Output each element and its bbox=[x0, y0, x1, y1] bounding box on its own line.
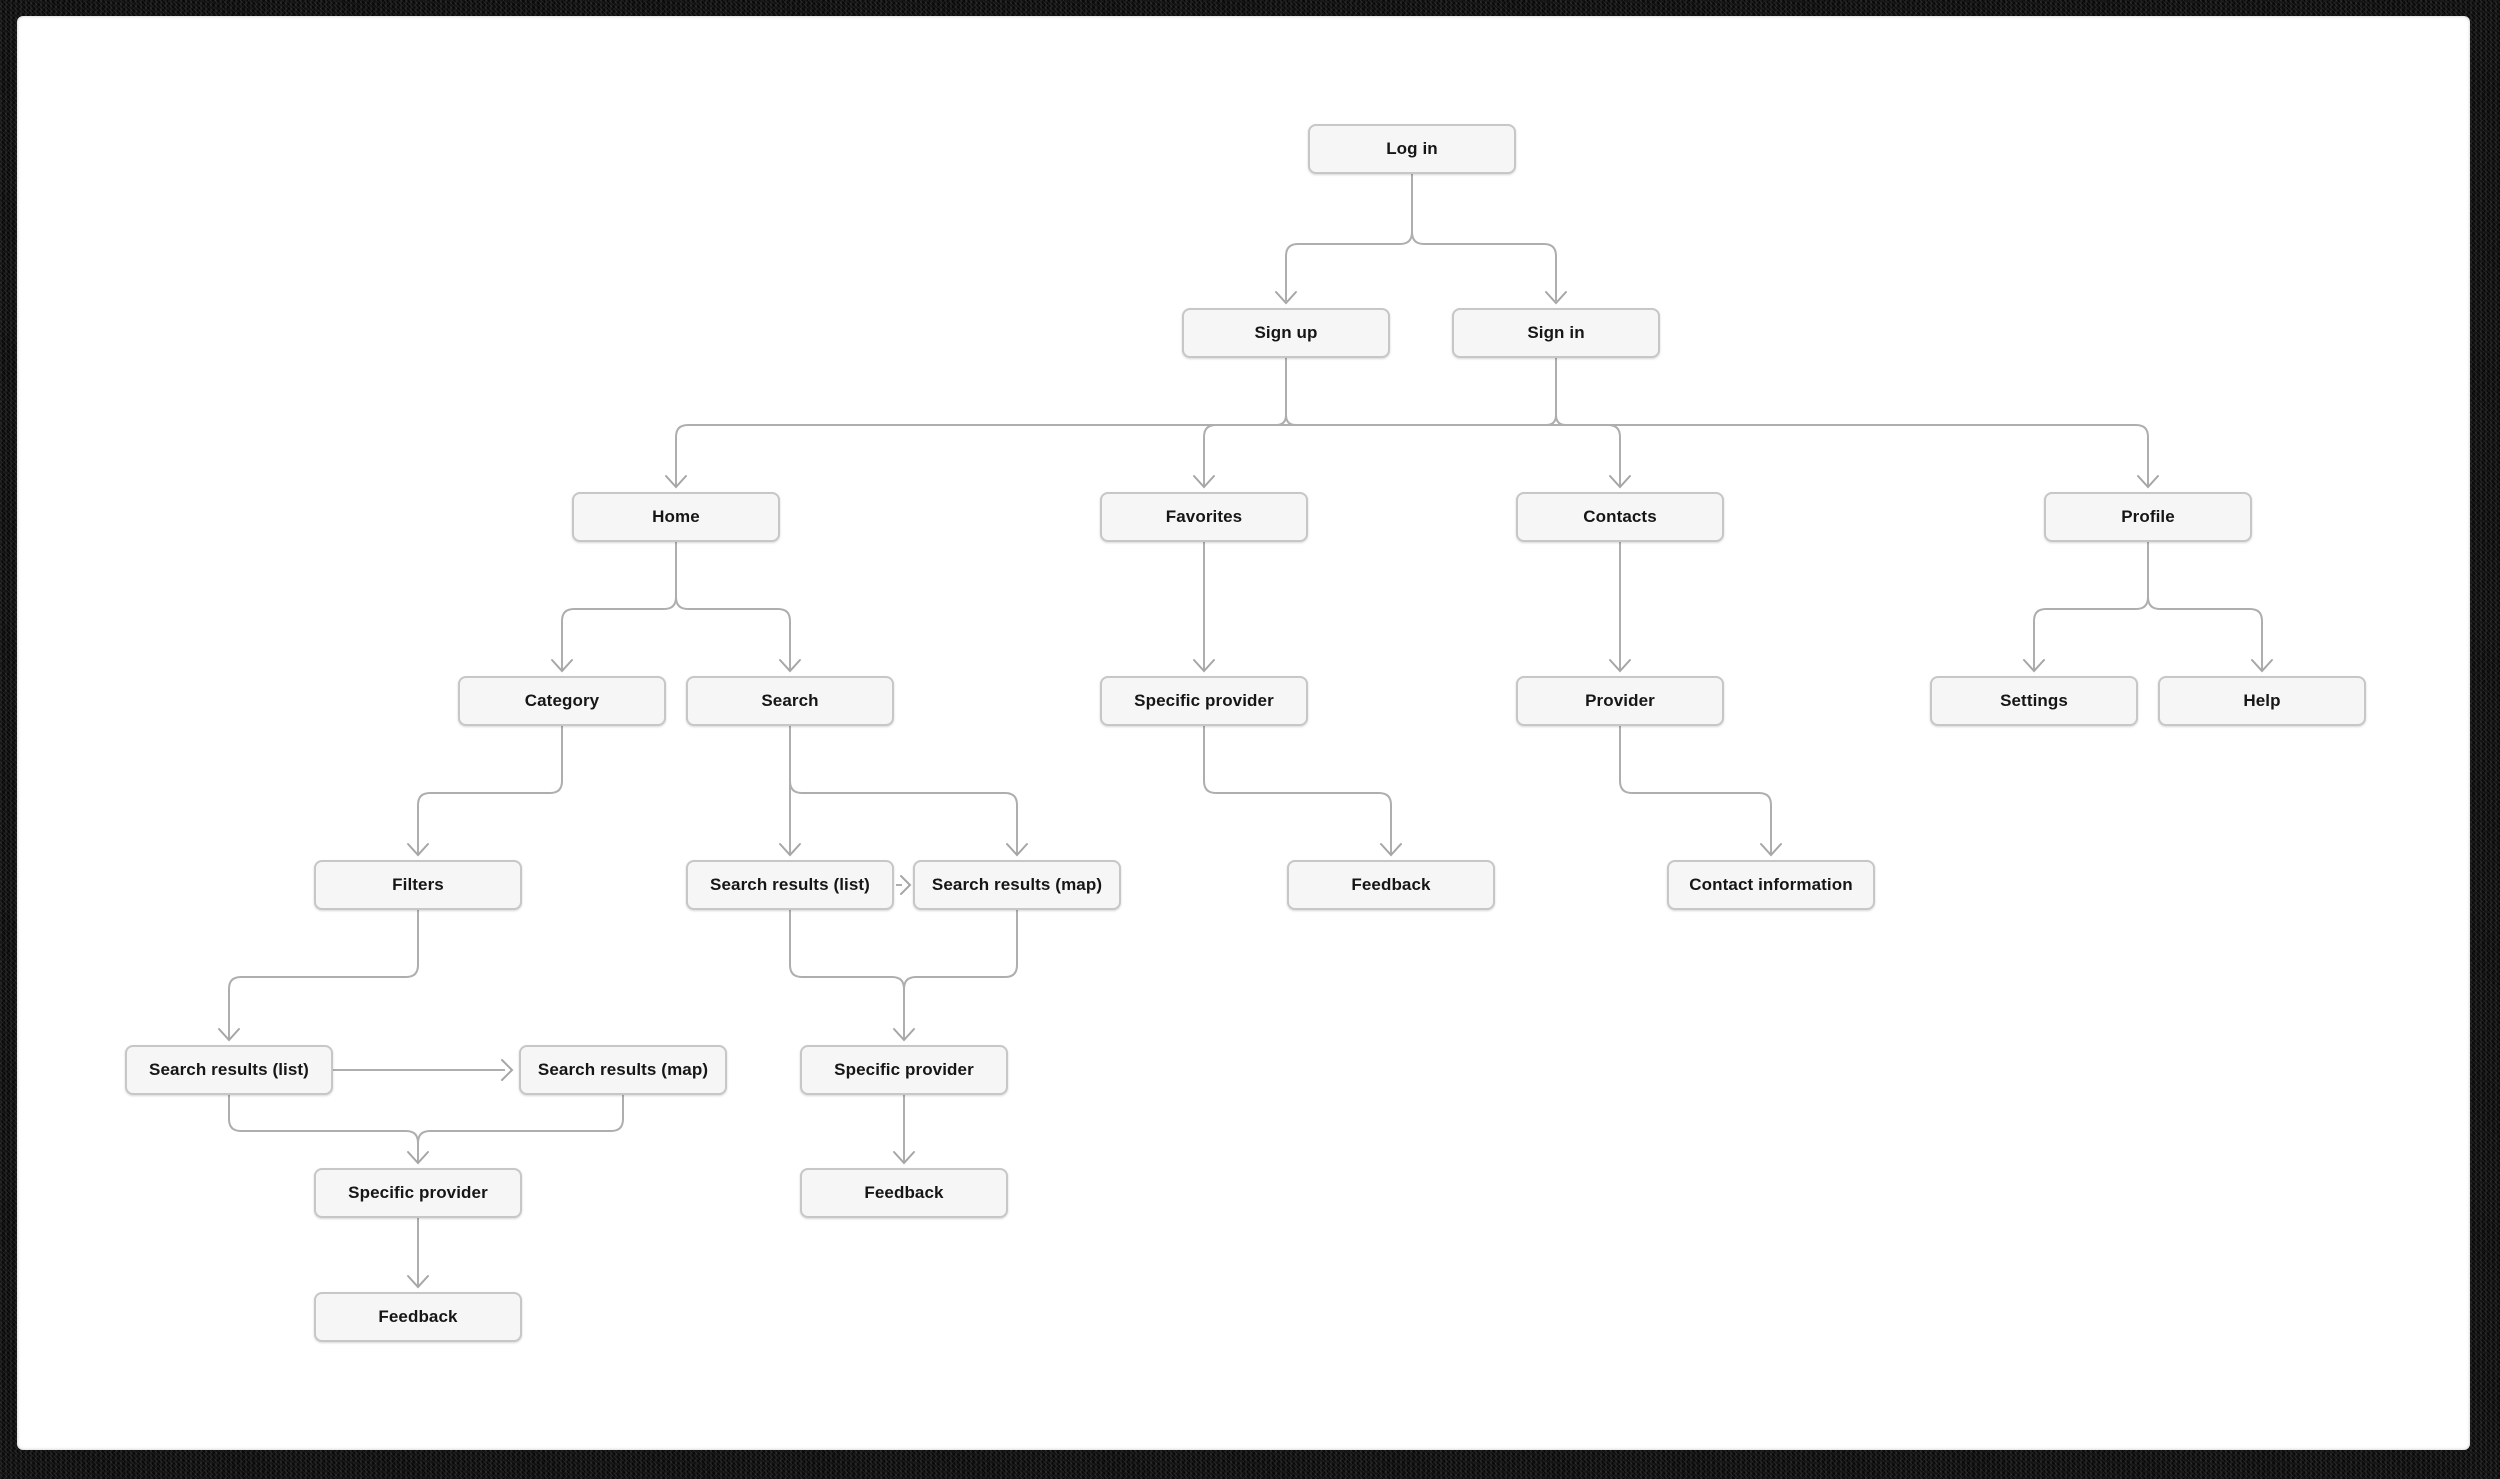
node-sign-up-label: Sign up bbox=[1254, 323, 1318, 342]
edge-filters-listleft bbox=[228, 910, 419, 1039]
edge-login-signup bbox=[1285, 174, 1413, 301]
node-specific-provider-mid-label: Specific provider bbox=[834, 1060, 974, 1079]
node-search-results-list-mid-label: Search results (list) bbox=[710, 875, 870, 894]
arrowhead bbox=[1609, 659, 1631, 673]
arrowhead bbox=[501, 1059, 514, 1081]
arrowhead bbox=[407, 1275, 429, 1289]
node-category[interactable]: Category bbox=[458, 676, 666, 726]
node-help-label: Help bbox=[2243, 691, 2281, 710]
node-help[interactable]: Help bbox=[2158, 676, 2366, 726]
node-search-results-map-left-label: Search results (map) bbox=[537, 1060, 709, 1079]
node-feedback-favorites[interactable]: Feedback bbox=[1287, 860, 1495, 910]
arrowhead bbox=[779, 659, 801, 673]
edge-signin-bus2 bbox=[1555, 414, 1567, 426]
arrowhead bbox=[407, 843, 429, 857]
node-favorites[interactable]: Favorites bbox=[1100, 492, 1308, 542]
node-specific-provider-left[interactable]: Specific provider bbox=[314, 1168, 522, 1218]
edge-signup-bus bbox=[1275, 358, 1287, 426]
edge-mapmid-spmid bbox=[903, 910, 1018, 1039]
arrowhead bbox=[900, 875, 912, 895]
arrowhead bbox=[218, 1028, 240, 1042]
arrowhead bbox=[2251, 659, 2273, 673]
edge-category-filters bbox=[417, 726, 563, 854]
node-provider[interactable]: Provider bbox=[1516, 676, 1724, 726]
node-search-results-map-mid[interactable]: Search results (map) bbox=[913, 860, 1121, 910]
arrowhead bbox=[1193, 475, 1215, 489]
node-contacts-label: Contacts bbox=[1583, 507, 1657, 526]
arrowhead bbox=[2137, 475, 2159, 489]
arrowhead bbox=[779, 843, 801, 857]
edge-provider-contact-info bbox=[1619, 726, 1772, 854]
node-profile-label: Profile bbox=[2121, 507, 2175, 526]
node-specific-provider-left-label: Specific provider bbox=[348, 1183, 488, 1202]
node-home-label: Home bbox=[652, 507, 700, 526]
node-contact-information[interactable]: Contact information bbox=[1667, 860, 1875, 910]
arrowhead bbox=[893, 1028, 915, 1042]
node-provider-label: Provider bbox=[1585, 691, 1655, 710]
node-search-results-list-mid[interactable]: Search results (list) bbox=[686, 860, 894, 910]
arrowhead bbox=[1380, 843, 1402, 857]
node-specific-provider-favorites-label: Specific provider bbox=[1134, 691, 1274, 710]
node-home[interactable]: Home bbox=[572, 492, 780, 542]
edge-profile-settings bbox=[2033, 542, 2149, 670]
node-search-label: Search bbox=[761, 691, 819, 710]
edge-listmid-spmid bbox=[789, 910, 905, 1039]
edge-signin-bus bbox=[1545, 358, 1557, 426]
edge-bus-favorites bbox=[1203, 424, 1217, 486]
edge-listleft-spleft bbox=[228, 1095, 419, 1162]
node-search[interactable]: Search bbox=[686, 676, 894, 726]
arrowhead bbox=[1193, 659, 1215, 673]
arrowhead bbox=[1609, 475, 1631, 489]
node-login-label: Log in bbox=[1386, 139, 1438, 158]
node-settings[interactable]: Settings bbox=[1930, 676, 2138, 726]
arrowhead bbox=[407, 1151, 429, 1165]
arrowhead bbox=[1760, 843, 1782, 857]
arrowhead bbox=[1006, 843, 1028, 857]
node-feedback-left[interactable]: Feedback bbox=[314, 1292, 522, 1342]
node-category-label: Category bbox=[524, 691, 600, 710]
node-specific-provider-favorites[interactable]: Specific provider bbox=[1100, 676, 1308, 726]
node-sign-up[interactable]: Sign up bbox=[1182, 308, 1390, 358]
node-contacts[interactable]: Contacts bbox=[1516, 492, 1724, 542]
edge-bus-contacts bbox=[1607, 424, 1621, 486]
node-filters[interactable]: Filters bbox=[314, 860, 522, 910]
edge-mapleft-spleft bbox=[417, 1095, 624, 1162]
arrowhead bbox=[551, 659, 573, 673]
node-sign-in[interactable]: Sign in bbox=[1452, 308, 1660, 358]
node-sign-in-label: Sign in bbox=[1527, 323, 1585, 342]
node-search-results-list-left-label: Search results (list) bbox=[149, 1060, 309, 1079]
node-login[interactable]: Log in bbox=[1308, 124, 1516, 174]
edge-home-search bbox=[675, 596, 791, 670]
node-feedback-mid-label: Feedback bbox=[864, 1183, 944, 1202]
node-filters-label: Filters bbox=[392, 875, 444, 894]
edge-spfav-feedback bbox=[1203, 726, 1392, 854]
node-feedback-favorites-label: Feedback bbox=[1351, 875, 1431, 894]
arrowhead bbox=[2023, 659, 2045, 673]
node-feedback-mid[interactable]: Feedback bbox=[800, 1168, 1008, 1218]
edge-profile-help bbox=[2147, 596, 2263, 670]
node-favorites-label: Favorites bbox=[1165, 507, 1243, 526]
node-specific-provider-mid[interactable]: Specific provider bbox=[800, 1045, 1008, 1095]
arrowhead bbox=[665, 475, 687, 489]
node-feedback-left-label: Feedback bbox=[378, 1307, 458, 1326]
arrowhead bbox=[893, 1151, 915, 1165]
node-search-results-list-left[interactable]: Search results (list) bbox=[125, 1045, 333, 1095]
node-settings-label: Settings bbox=[2000, 691, 2068, 710]
node-search-results-map-mid-label: Search results (map) bbox=[931, 875, 1103, 894]
edge-login-signin bbox=[1411, 231, 1557, 301]
arrowhead bbox=[1545, 291, 1567, 305]
node-contact-information-label: Contact information bbox=[1689, 875, 1853, 894]
node-profile[interactable]: Profile bbox=[2044, 492, 2252, 542]
node-search-results-map-left[interactable]: Search results (map) bbox=[519, 1045, 727, 1095]
edge-bus bbox=[675, 424, 2149, 486]
edge-home-category bbox=[561, 542, 677, 670]
edge-search-results-map bbox=[789, 780, 1018, 854]
edge-signup-bus2 bbox=[1285, 414, 1297, 426]
arrowhead bbox=[1275, 291, 1297, 305]
